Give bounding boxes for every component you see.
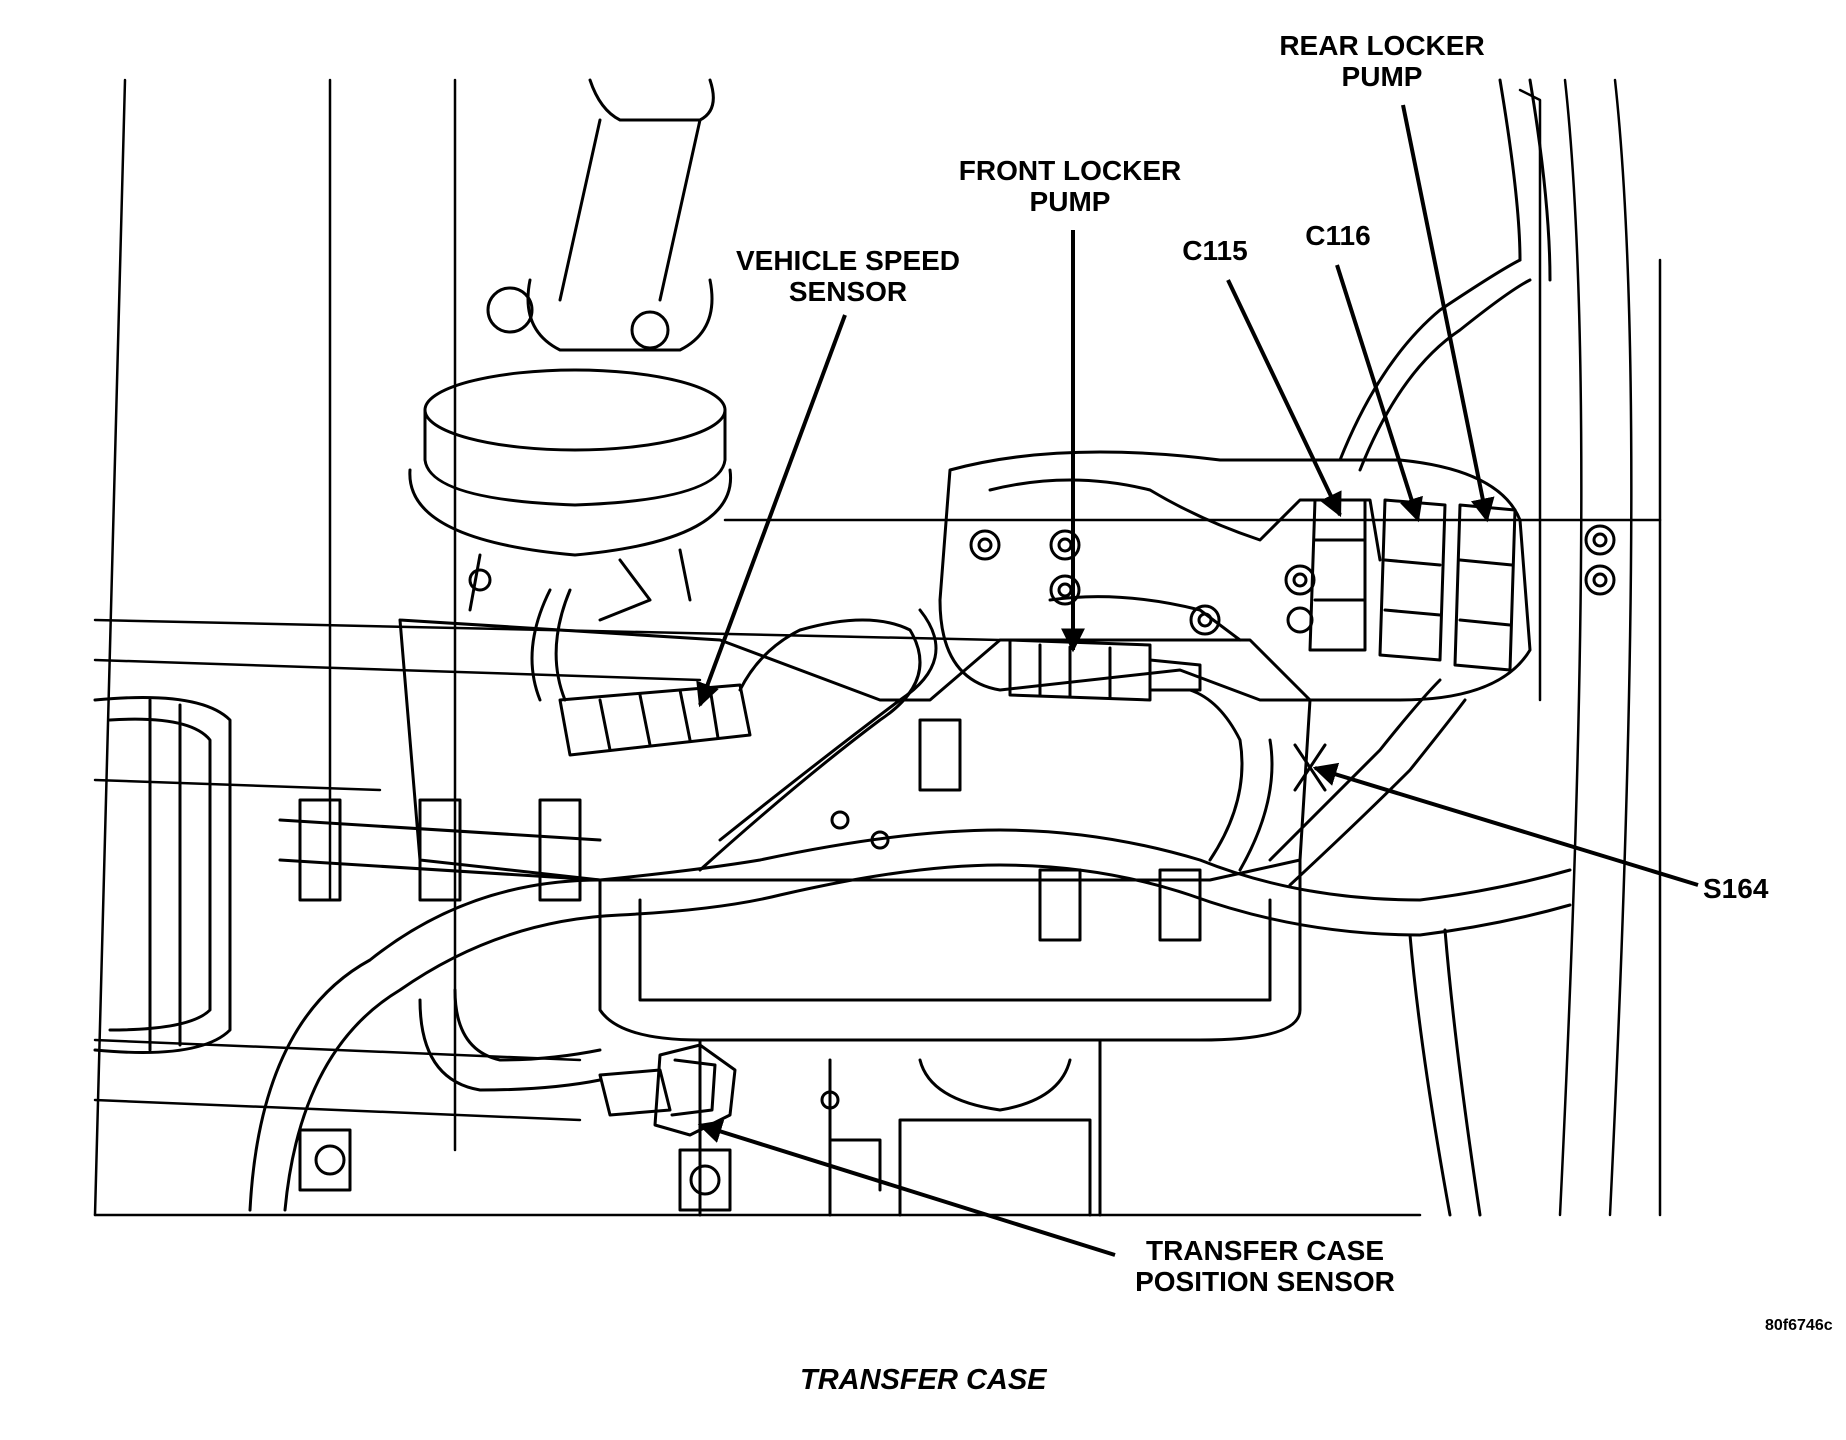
transfer-case-position-sensor bbox=[598, 1043, 737, 1137]
transfer-case-position-sensor-label: TRANSFER CASE POSITION SENSOR bbox=[1120, 1235, 1410, 1297]
rear-locker-pump-label-line2: PUMP bbox=[1341, 61, 1423, 92]
transfer-case-position-sensor-label-line2: POSITION SENSOR bbox=[1135, 1266, 1395, 1297]
rear-locker-pump-label: REAR LOCKER PUMP bbox=[1262, 30, 1502, 92]
figure-code: 80f6746c bbox=[1765, 1317, 1833, 1334]
c115-label: C115 bbox=[1182, 235, 1248, 266]
s164-arrow bbox=[1312, 762, 1699, 887]
propeller-shaft bbox=[408, 78, 733, 612]
vehicle-speed-sensor-label: VEHICLE SPEED SENSOR bbox=[723, 245, 973, 307]
vehicle-speed-sensor-connector bbox=[558, 683, 752, 757]
rear-locker-pump-arrow bbox=[1401, 104, 1495, 523]
vehicle-speed-sensor-label-line2: SENSOR bbox=[788, 276, 908, 307]
vehicle-speed-sensor-arrow bbox=[696, 314, 847, 708]
figure-caption: TRANSFER CASE bbox=[800, 1364, 1047, 1396]
front-locker-pump-label: FRONT LOCKER PUMP bbox=[945, 155, 1195, 217]
left-housing bbox=[93, 696, 232, 1054]
c116-arrow bbox=[1335, 264, 1423, 523]
mounting-bracket bbox=[938, 450, 1616, 702]
rear-locker-pump-connector bbox=[1453, 503, 1517, 672]
frame-lines bbox=[93, 78, 1662, 1217]
rear-locker-pump-label-line1: REAR LOCKER bbox=[1279, 30, 1485, 61]
c116-label: C116 bbox=[1305, 220, 1371, 251]
front-locker-pump-connector bbox=[1008, 638, 1202, 702]
transfer-case-position-sensor-arrow bbox=[697, 1120, 1116, 1257]
transfer-case-position-sensor-label-line1: TRANSFER CASE bbox=[1145, 1235, 1384, 1266]
front-locker-pump-label-line2: PUMP bbox=[1029, 186, 1111, 217]
c115-connector bbox=[1308, 498, 1367, 652]
c115-arrow bbox=[1226, 279, 1342, 518]
front-locker-pump-label-line1: FRONT LOCKER bbox=[958, 155, 1182, 186]
s164-label: S164 bbox=[1703, 873, 1769, 904]
c116-connector bbox=[1378, 498, 1447, 662]
s164-splice-mark bbox=[1293, 743, 1327, 792]
vehicle-speed-sensor-label-line1: VEHICLE SPEED bbox=[735, 245, 961, 276]
